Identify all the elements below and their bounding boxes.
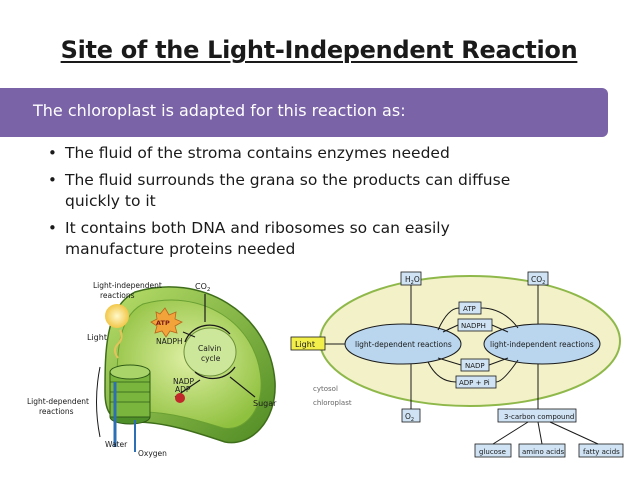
label-o2: O2 bbox=[405, 412, 414, 423]
calvin-cycle-arrow bbox=[194, 366, 236, 380]
label-co2: CO2 bbox=[531, 275, 545, 286]
label-light-dependent-reactions: light-dependent reactions bbox=[355, 340, 452, 349]
fatty-acids-box bbox=[578, 443, 624, 458]
label-fatty-acids: fatty acids bbox=[583, 448, 620, 456]
label-nadp: NADP bbox=[173, 377, 195, 386]
bullet-line: It contains both DNA and ribosomes so ca… bbox=[65, 219, 450, 237]
label-adp-pi: ADP + Pi bbox=[459, 379, 490, 387]
bullet-line: The fluid of the stroma contains enzymes… bbox=[65, 144, 450, 162]
label-h2o: H2O bbox=[405, 275, 420, 286]
label-three-carbon: 3-carbon compound bbox=[504, 413, 574, 421]
label-atp: ATP bbox=[156, 319, 170, 327]
label-reactions-2: reactions bbox=[39, 407, 74, 416]
bullet-item: The fluid of the stroma contains enzymes… bbox=[48, 143, 608, 164]
flow-arrow bbox=[182, 331, 196, 338]
bullet-item: It contains both DNA and ribosomes so ca… bbox=[48, 218, 608, 260]
label-glucose: glucose bbox=[479, 448, 506, 456]
calvin-cycle-arrow bbox=[184, 324, 231, 343]
label-water: Water bbox=[105, 440, 128, 449]
label-nadph: NADPH bbox=[156, 337, 183, 346]
atp-burst-icon bbox=[150, 307, 183, 338]
nadp-dot-icon bbox=[175, 393, 185, 403]
label-cycle: cycle bbox=[201, 354, 221, 363]
label-atp: ATP bbox=[463, 305, 476, 313]
label-light: Light bbox=[295, 340, 315, 349]
label-nadph: NADPH bbox=[461, 322, 486, 330]
subtitle-text: The chloroplast is adapted for this reac… bbox=[33, 101, 406, 120]
label-sugar: Sugar bbox=[253, 399, 277, 408]
sun-icon bbox=[105, 304, 129, 328]
label-reactions: reactions bbox=[100, 291, 135, 300]
slide-title-text: Site of the Light-Independent Reaction bbox=[60, 36, 578, 64]
flow-arrows bbox=[325, 285, 599, 445]
chloroplast-diagram: Light-independent reactions CO2 Light AT… bbox=[27, 281, 277, 458]
label-light-independent-reactions: light-independent reactions bbox=[490, 340, 594, 349]
bullet-list: The fluid of the stroma contains enzymes… bbox=[48, 143, 608, 266]
light-ray-icon bbox=[114, 329, 123, 359]
label-cytosol: cytosol bbox=[313, 385, 338, 393]
slide-title: Site of the Light-Independent Reaction bbox=[0, 36, 638, 64]
bracket-line bbox=[96, 366, 101, 438]
bullet-line: The fluid surrounds the grana so the pro… bbox=[65, 171, 511, 189]
label-calvin: Calvin bbox=[198, 344, 221, 353]
three-carbon-box bbox=[497, 408, 577, 423]
label-adp: ADP bbox=[175, 385, 191, 394]
label-co2: CO2 bbox=[195, 282, 210, 293]
light-independent-oval bbox=[483, 323, 601, 365]
label-light-dependent: Light-dependent bbox=[27, 397, 89, 406]
label-amino-acids: amino acids bbox=[522, 448, 565, 456]
calvin-cycle-circle bbox=[183, 327, 237, 377]
bullet-line: quickly to it bbox=[65, 192, 156, 210]
sugar-arrow bbox=[229, 376, 256, 398]
bullet-item: The fluid surrounds the grana so the pro… bbox=[48, 170, 608, 212]
bullet-line: manufacture proteins needed bbox=[65, 240, 296, 258]
label-light-independent: Light-independent bbox=[93, 281, 162, 290]
label-oxygen: Oxygen bbox=[138, 449, 167, 458]
grana-stack bbox=[109, 364, 151, 425]
label-nadp: NADP bbox=[465, 362, 485, 370]
label-light: Light bbox=[87, 333, 107, 342]
label-chloroplast: chloroplast bbox=[313, 399, 352, 407]
subtitle-band: The chloroplast is adapted for this reac… bbox=[0, 88, 608, 137]
photosynthesis-flow-diagram: H2O CO2 ATP NADPH Light light-dependent … bbox=[290, 271, 624, 458]
